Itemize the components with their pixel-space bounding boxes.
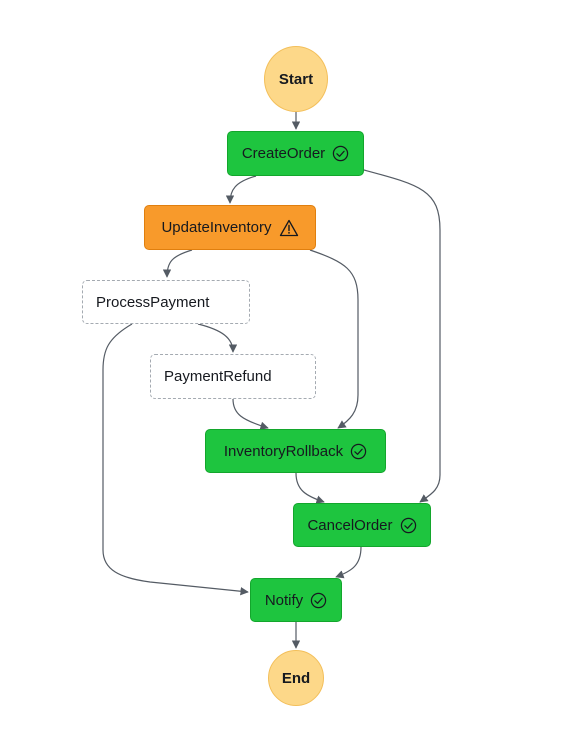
state-notify-label: Notify: [264, 591, 304, 609]
state-payment-refund[interactable]: PaymentRefund: [150, 354, 316, 399]
warning-triangle-icon: [279, 219, 299, 237]
start-node[interactable]: Start: [264, 46, 328, 112]
edge-processpayment-paymentrefund: [197, 323, 238, 353]
state-create-order[interactable]: CreateOrder: [227, 131, 364, 176]
state-payment-refund-label: PaymentRefund: [164, 368, 272, 385]
check-circle-icon: [332, 145, 349, 162]
state-inventory-rollback-label: InventoryRollback: [223, 442, 344, 460]
end-node-label: End: [281, 669, 311, 687]
state-update-inventory[interactable]: UpdateInventory: [144, 205, 316, 250]
state-inventory-rollback[interactable]: InventoryRollback: [205, 429, 386, 473]
state-process-payment[interactable]: ProcessPayment: [82, 280, 250, 324]
state-cancel-order[interactable]: CancelOrder: [293, 503, 431, 547]
check-circle-icon: [350, 443, 367, 460]
edge-createorder-updateinventory: [225, 175, 257, 204]
start-node-label: Start: [278, 70, 314, 88]
check-circle-icon: [310, 592, 327, 609]
check-circle-icon: [400, 517, 417, 534]
state-update-inventory-label: UpdateInventory: [161, 219, 272, 236]
edge-inventoryrollback-cancelorder: [295, 472, 325, 504]
edge-updateinventory-inventoryrollback: [309, 249, 359, 429]
state-create-order-label: CreateOrder: [241, 145, 326, 162]
state-process-payment-label: ProcessPayment: [96, 293, 210, 311]
edge-cancelorder-notify: [335, 546, 362, 579]
edge-paymentrefund-inventoryrollback: [232, 398, 269, 430]
edge-updateinventory-processpayment: [162, 249, 193, 278]
state-cancel-order-label: CancelOrder: [307, 516, 393, 534]
state-notify[interactable]: Notify: [250, 578, 342, 622]
end-node[interactable]: End: [268, 650, 324, 706]
